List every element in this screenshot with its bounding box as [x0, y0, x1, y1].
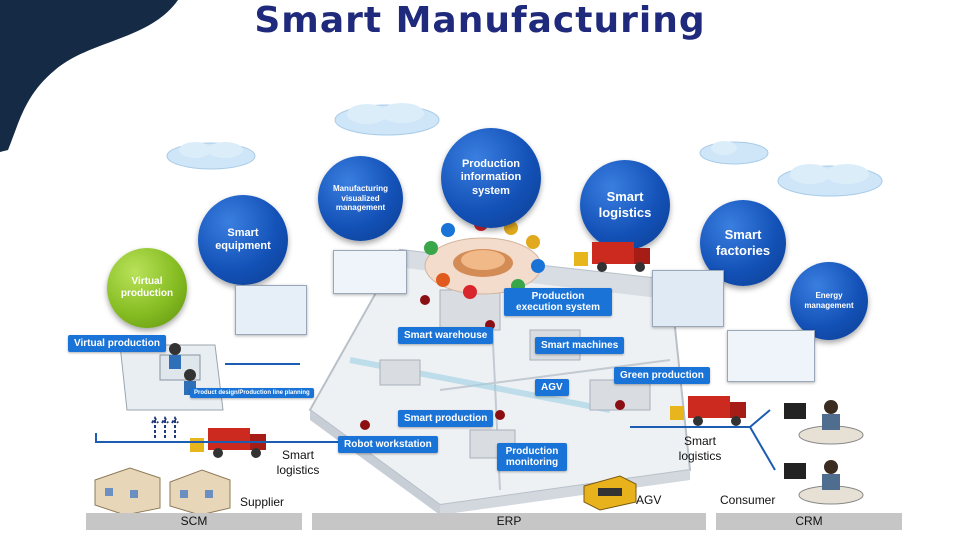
robot-arm-image	[235, 285, 307, 335]
robot-workstation-tag: Robot workstation	[338, 436, 438, 453]
manufacturing-visualized-bubble-label: Manufacturing visualized management	[332, 184, 389, 213]
agv-vehicle-icon	[583, 475, 637, 511]
production-info-system-bubble-label: Production information system	[460, 158, 522, 197]
green-production-tag: Green production	[614, 367, 710, 384]
upload-arrows-icon	[151, 416, 179, 438]
energy-management-bubble-label: Energy management	[804, 291, 854, 310]
consumer-desk-icon	[784, 460, 864, 505]
cloud-icon	[777, 164, 883, 197]
smart-warehouse-tag: Smart warehouse	[398, 327, 494, 344]
factory-monitor-image	[652, 270, 724, 327]
smart-logistics-bubble-label: Smart logistics	[598, 189, 652, 220]
agv-tag: AGV	[535, 379, 569, 396]
consumer-desk-icon	[784, 400, 864, 445]
energy-management-bubble: Energy management	[790, 262, 868, 340]
page-title: Smart Manufacturing	[254, 0, 706, 41]
truck-icon	[670, 396, 746, 426]
smart-logistics-bubble: Smart logistics	[580, 160, 670, 250]
smart-production-tag: Smart production	[398, 410, 494, 427]
supplier-label: Supplier	[240, 495, 285, 509]
agv-label: AGV	[636, 493, 662, 507]
virtual-production-tag: Virtual production	[68, 335, 166, 352]
erp-bar: ERP	[312, 513, 706, 530]
product-design-tag: Product design/Production line planning	[190, 388, 314, 398]
scm-bar: SCM	[86, 513, 302, 530]
smart-factories-bubble-label: Smart factories	[715, 227, 771, 258]
cloud-icon	[699, 141, 769, 165]
virtual-production-bubble: Virtual production	[107, 248, 187, 328]
smart-equipment-bubble: Smart equipment	[198, 195, 288, 285]
production-info-system-bubble: Production information system	[441, 128, 541, 228]
corner-decoration	[0, 0, 178, 152]
supplier-buildings-illustration	[94, 467, 231, 515]
smart-machines-tag: Smart machines	[535, 337, 625, 354]
virtual-production-bubble-label: Virtual production	[120, 276, 174, 299]
crm-bar: CRM	[716, 513, 902, 530]
dashboard-screenshot-image	[333, 250, 407, 294]
smart-logistics-left-label: Smart logistics	[276, 448, 320, 477]
cloud-icon	[334, 103, 440, 136]
production-execution-system-tag: Production execution system	[504, 288, 612, 316]
production-monitoring-tag: Production monitoring	[497, 443, 567, 471]
energy-dashboard-image	[727, 330, 815, 382]
cloud-icon	[166, 142, 256, 170]
smart-logistics-right-label: Smart logistics	[678, 434, 722, 463]
truck-icon	[574, 242, 650, 272]
consumer-label: Consumer	[720, 493, 776, 507]
smart-equipment-bubble-label: Smart equipment	[215, 226, 271, 252]
manufacturing-visualized-bubble: Manufacturing visualized management	[318, 156, 403, 241]
